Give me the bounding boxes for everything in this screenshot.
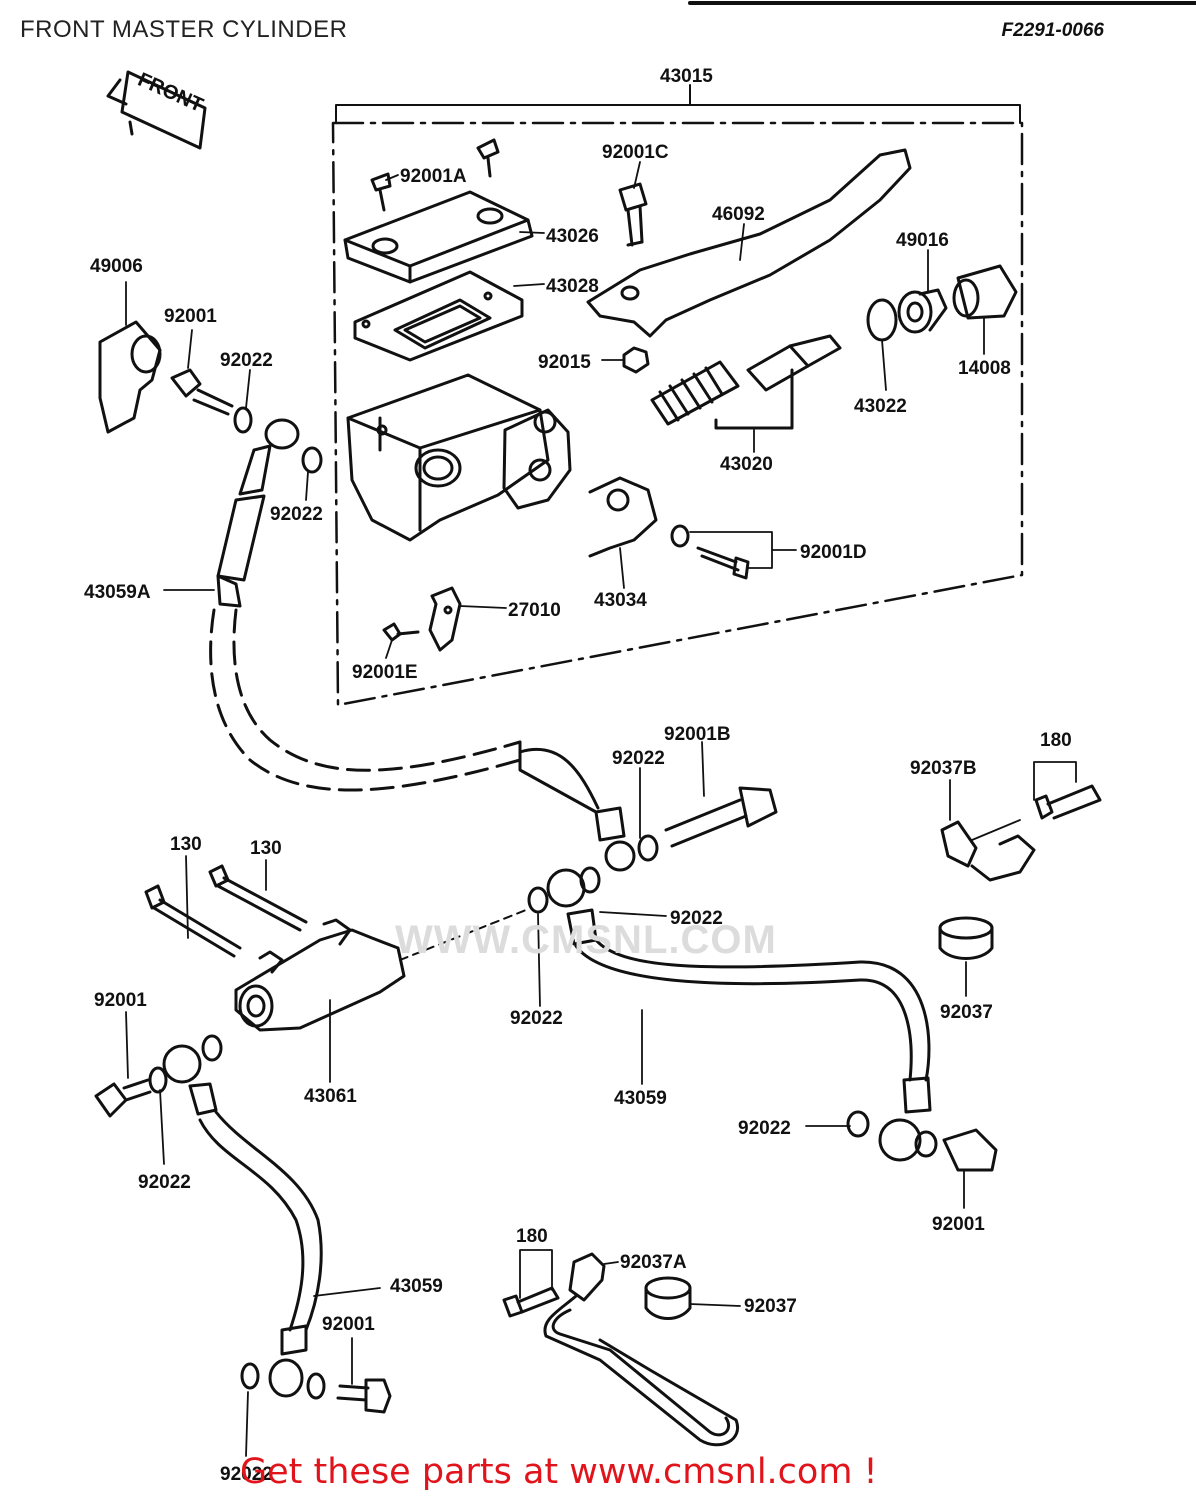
reservoir-cap-43026 [343,190,534,284]
label-14008: 14008 [958,358,1011,379]
label-130: 130 [250,838,282,859]
label-43034: 43034 [594,590,647,611]
label-43015: 43015 [660,66,713,87]
watermark-text: WWW.CMSNL.COM [395,918,777,962]
nut-92015 [622,346,650,374]
label-92022: 92022 [670,908,723,929]
label-43059: 43059 [614,1088,667,1109]
banjo-bolt-92001-top [170,368,234,416]
label-92037: 92037 [744,1296,797,1317]
bolt-180-lower [502,1286,560,1318]
washer-92022-top [233,406,323,474]
switch-27010 [428,586,462,652]
diaphragm-43028 [353,270,524,362]
label-46092: 46092 [712,204,765,225]
master-cylinder-body [346,373,572,542]
clamp-holder-43034 [588,476,690,558]
label-92001: 92001 [932,1214,985,1235]
cap-14008 [952,264,1018,320]
grommet-92037-right [938,916,994,960]
bolt-130 [144,864,308,958]
label-92022: 92022 [612,748,665,769]
label-43020: 43020 [720,454,773,475]
label-92015: 92015 [538,352,591,373]
hose-43059-right [527,868,998,1172]
label-43022: 43022 [854,396,907,417]
label-180: 180 [516,1226,548,1247]
label-92022: 92022 [138,1172,191,1193]
label-92022: 92022 [270,504,323,525]
label-180: 180 [1040,730,1072,751]
page-title: FRONT MASTER CYLINDER [20,16,348,43]
label-92001d: 92001D [800,542,867,563]
piston-spring-43020 [650,334,842,430]
parts-link[interactable]: Get these parts at www.cmsnl.com ! [240,1452,878,1492]
label-92037: 92037 [940,1002,993,1023]
bracket-92037b [940,820,1036,882]
label-92001a: 92001A [400,166,467,187]
label-43059a: 43059A [84,582,151,603]
bolt-180-right [1034,784,1102,820]
part-labels: 43015 92001C 92001A 43026 46092 43028 49… [84,66,1072,1485]
label-92022: 92022 [220,1464,273,1485]
label-92001: 92001 [322,1314,375,1335]
banjo-bolt-92001b [579,786,778,894]
brake-lever-46092 [586,148,912,338]
cover-49006 [98,320,162,434]
label-92001e: 92001E [352,662,418,683]
hose-43059-left [94,1034,392,1414]
bracket-92037a [543,1252,740,1447]
bolt-92001d [696,546,750,580]
leader-lines [125,161,1077,1457]
label-43059: 43059 [390,1276,443,1297]
label-92001c: 92001C [602,142,669,163]
screw-92001e [382,622,420,642]
joint-43061 [234,918,406,1032]
label-92001: 92001 [94,990,147,1011]
dust-seal-49016 [897,288,948,334]
label-92037b: 92037B [910,758,977,779]
front-label: FRONT [134,69,206,117]
diagram-code: F2291-0066 [1001,20,1104,41]
label-92022: 92022 [738,1118,791,1139]
label-43026: 43026 [546,226,599,247]
label-92022: 92022 [510,1008,563,1029]
pivot-bolt-92001c [618,182,648,247]
label-43061: 43061 [304,1086,357,1107]
label-92022: 92022 [220,350,273,371]
label-92001: 92001 [164,306,217,327]
label-49016: 49016 [896,230,949,251]
label-43028: 43028 [546,276,599,297]
label-92037a: 92037A [620,1252,687,1273]
screw-92001a [370,138,500,212]
label-49006: 49006 [90,256,143,277]
grommet-92037-lower [644,1276,692,1320]
hose-43059a [209,418,626,842]
label-130: 130 [170,834,202,855]
assembly-box-43015 [331,121,1024,707]
front-arrow-icon [106,70,207,150]
boot-43022 [866,298,898,342]
label-27010: 27010 [508,600,561,621]
label-92001b: 92001B [664,724,731,745]
